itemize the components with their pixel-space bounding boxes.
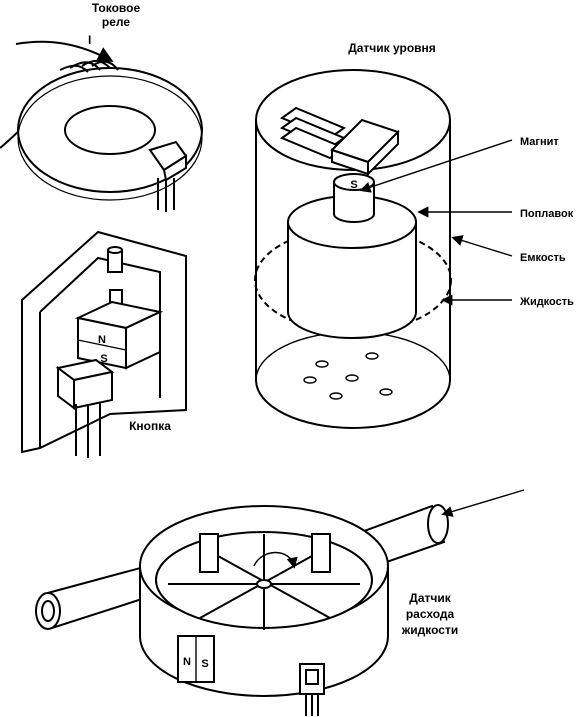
hall-sensor-side	[162, 154, 187, 182]
pipe-left-bore	[41, 600, 55, 622]
impeller-post-2	[311, 533, 331, 573]
flow-sensor-chip	[305, 669, 319, 685]
button-pole-s: S	[100, 353, 107, 365]
button-diagram: N S Кнопка	[21, 230, 187, 458]
winding-3	[81, 60, 111, 69]
tank-hole-1	[315, 360, 329, 368]
plunger-cap	[107, 246, 123, 254]
tank-bottom-front	[255, 379, 451, 429]
tank-hole-6	[379, 388, 393, 396]
level-sensor-diagram: Датчик уровня S Магнит Поплавок	[254, 41, 574, 429]
tank-hole-4	[303, 376, 317, 384]
level-sensor-title: Датчик уровня	[348, 41, 436, 55]
button-sensor-front	[73, 370, 113, 410]
flow-arrow	[441, 489, 525, 517]
flow-pole-n: N	[183, 656, 191, 668]
button-label: Кнопка	[129, 419, 171, 433]
toroid-side	[17, 75, 203, 201]
flow-label-line3: жидкости	[401, 623, 458, 637]
button-pole-n: N	[98, 334, 106, 346]
flow-pole-s: S	[201, 658, 208, 670]
tank-hole-5	[329, 392, 343, 400]
current-relay-title-line2: реле	[102, 15, 130, 29]
winding-2	[69, 61, 101, 71]
button-magnet-divider	[77, 339, 127, 351]
pipe-left-opening	[35, 592, 61, 630]
flow-label-line2: расхода	[406, 607, 455, 621]
flow-label-line1: Датчик	[409, 591, 451, 605]
current-symbol: I	[88, 33, 91, 47]
flow-sensor-diagram: N S Датчик расхода жидкости	[35, 489, 525, 716]
rotation-arrow	[253, 551, 298, 569]
callout-magnet-line	[359, 139, 513, 193]
impeller-post-1	[199, 533, 219, 573]
toroid-hole	[64, 105, 156, 155]
winding-4	[91, 60, 119, 71]
callout-magnet: Магнит	[520, 136, 559, 148]
callout-tank-line	[451, 235, 513, 257]
float-body	[287, 221, 417, 339]
button-magnet-side	[125, 310, 161, 370]
current-relay-diagram: Токовое реле I	[0, 1, 203, 212]
reed-body-front	[331, 148, 369, 176]
tank-hole-3	[345, 374, 359, 382]
current-relay-title-line1: Токовое	[92, 1, 141, 15]
callout-float: Поплавок	[520, 208, 574, 220]
callout-liquid: Жидкость	[519, 296, 574, 308]
callout-tank: Емкость	[520, 252, 566, 264]
pipe-right-end	[427, 504, 449, 544]
tank-hole-2	[365, 352, 379, 360]
wire-in	[15, 40, 114, 62]
tank-bottom-back	[255, 331, 451, 381]
float-magnet-pole: S	[350, 179, 357, 191]
impeller-hub	[256, 579, 272, 589]
